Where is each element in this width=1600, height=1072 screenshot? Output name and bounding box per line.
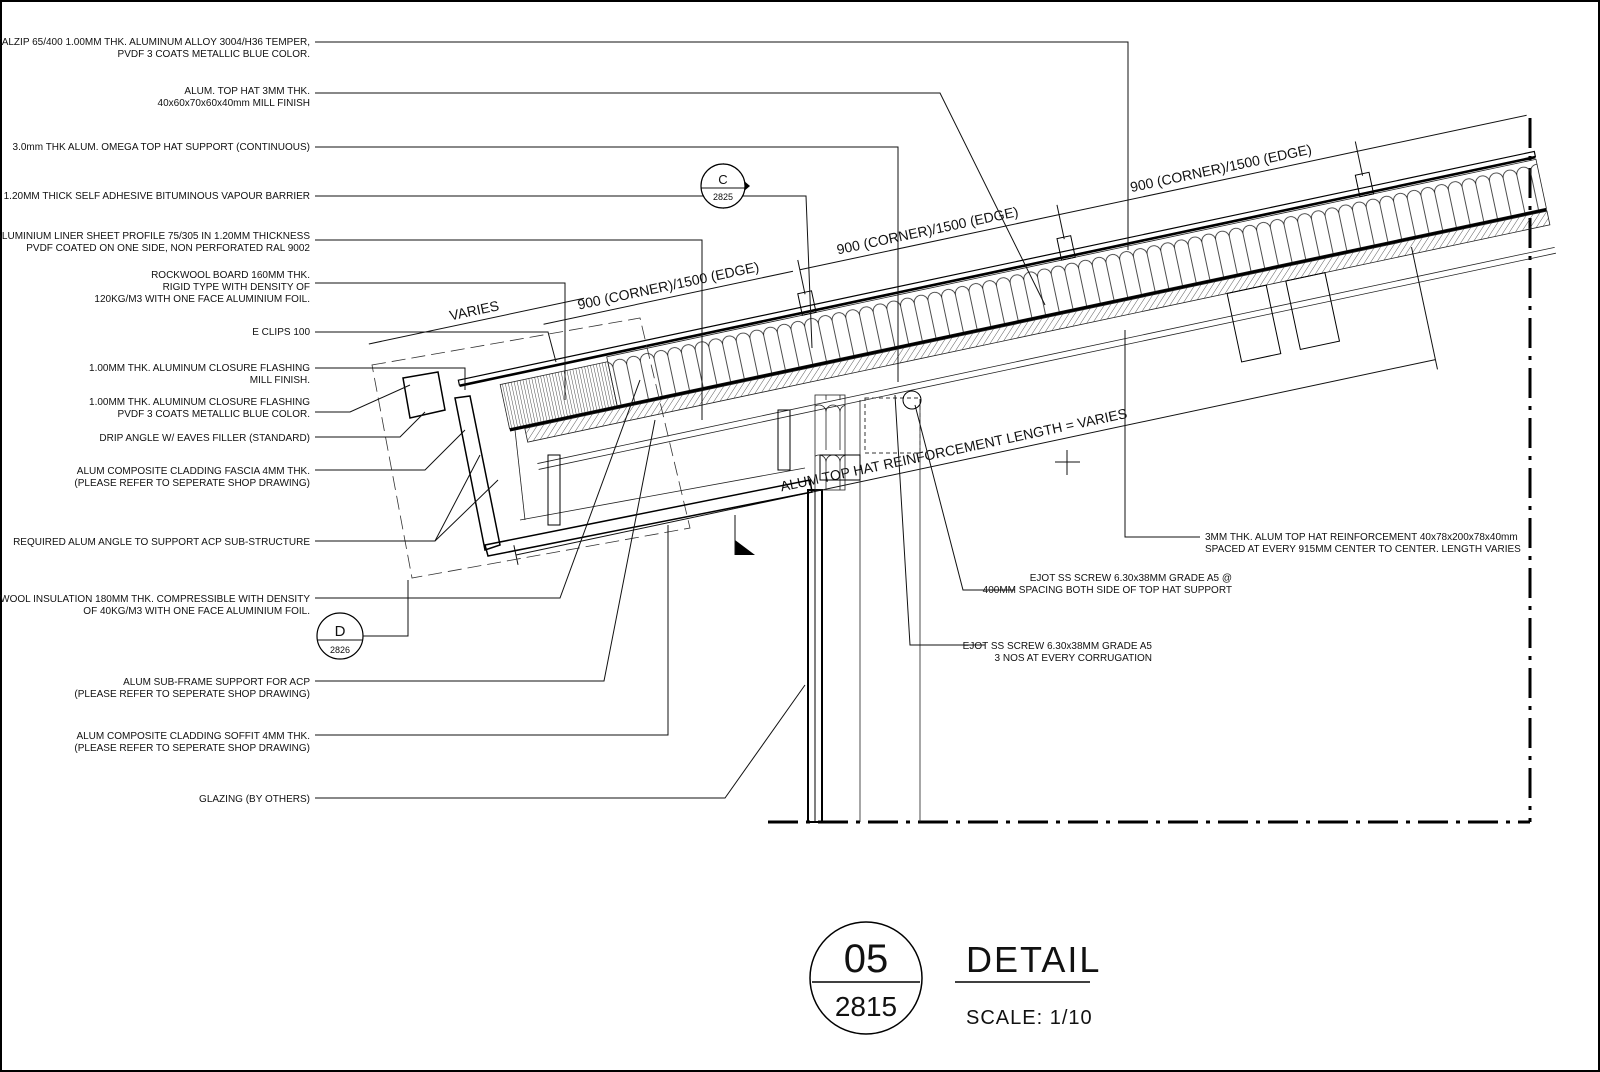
label-glazing: GLAZING (BY OTHERS) <box>199 794 310 805</box>
centerline-marker-icon <box>1055 450 1080 475</box>
label-liner-line2: PVDF COATED ON ONE SIDE, NON PERFORATED … <box>26 243 310 254</box>
section-marker-c[interactable]: C 2825 <box>700 163 750 209</box>
label-kalzip-line2: PVDF 3 COATS METALLIC BLUE COLOR. <box>118 49 310 60</box>
callout-labels-left: KALZIP 65/400 1.00MM THK. ALUMINUM ALLOY… <box>0 37 310 805</box>
section-marker-d-letter: D <box>335 623 346 640</box>
label-closure-pvdf-line1: 1.00MM THK. ALUMINUM CLOSURE FLASHING <box>89 397 310 408</box>
section-boundary <box>768 118 1532 824</box>
sheet-number: 2815 <box>835 991 897 1022</box>
label-ejot-spacing-line2: 400MM SPACING BOTH SIDE OF TOP HAT SUPPO… <box>983 585 1232 596</box>
label-reinforcement-line2: SPACED AT EVERY 915MM CENTER TO CENTER. … <box>1205 544 1521 555</box>
label-soffit-line1: ALUM COMPOSITE CLADDING SOFFIT 4MM THK. <box>76 731 310 742</box>
label-soffit-line2: (PLEASE REFER TO SEPERATE SHOP DRAWING) <box>74 743 310 754</box>
label-rockwool-insulation-line1: ROCKWOOL INSULATION 180MM THK. COMPRESSI… <box>0 594 310 605</box>
label-sub-frame-line2: (PLEASE REFER TO SEPERATE SHOP DRAWING) <box>74 689 310 700</box>
label-closure-mill-line2: MILL FINISH. <box>250 375 310 386</box>
detail-number: 05 <box>844 937 889 981</box>
label-liner-line1: ALUMINIUM LINER SHEET PROFILE 75/305 IN … <box>0 231 310 242</box>
label-rockwool-board-line3: 120KG/M3 WITH ONE FACE ALUMINIUM FOIL. <box>94 294 310 305</box>
eaves-fascia-soffit <box>371 317 813 579</box>
label-omega-support: 3.0mm THK ALUM. OMEGA TOP HAT SUPPORT (C… <box>13 142 310 153</box>
label-top-hat-line2: 40x60x70x60x40mm MILL FINISH <box>158 98 310 109</box>
section-marker-d-sheet: 2826 <box>330 645 350 655</box>
callout-labels-right: 3MM THK. ALUM TOP HAT REINFORCEMENT 40x7… <box>963 532 1521 664</box>
label-rockwool-board-line1: ROCKWOOL BOARD 160MM THK. <box>151 270 310 281</box>
label-top-hat-line1: ALUM. TOP HAT 3MM THK. <box>184 86 310 97</box>
soffit-panel <box>484 479 813 557</box>
section-marker-c-letter: C <box>718 172 727 187</box>
label-rockwool-board-line2: RIGID TYPE WITH DENSITY OF <box>163 282 310 293</box>
label-fascia-line1: ALUM COMPOSITE CLADDING FASCIA 4MM THK. <box>77 466 310 477</box>
dimension-lines <box>368 114 1527 565</box>
label-drip-angle: DRIP ANGLE W/ EAVES FILLER (STANDARD) <box>99 433 310 444</box>
detail-title: DETAIL <box>966 939 1101 980</box>
label-rockwool-insulation-line2: OF 40KG/M3 WITH ONE FACE ALUMINIUM FOIL. <box>83 606 310 617</box>
leader-lines <box>315 41 1200 799</box>
label-sub-frame-line1: ALUM SUB-FRAME SUPPORT FOR ACP <box>123 677 310 688</box>
label-closure-pvdf-line2: PVDF 3 COATS METALLIC BLUE COLOR. <box>118 409 310 420</box>
label-ejot-corrugation-line1: EJOT SS SCREW 6.30x38MM GRADE A5 <box>963 641 1153 652</box>
label-fascia-line2: (PLEASE REFER TO SEPERATE SHOP DRAWING) <box>74 478 310 489</box>
vapour-barrier <box>509 208 1547 432</box>
label-ejot-spacing-line1: EJOT SS SCREW 6.30x38MM GRADE A5 @ <box>1030 573 1232 584</box>
label-e-clips: E CLIPS 100 <box>252 327 310 338</box>
level-marker-icon <box>735 540 755 555</box>
rockwool-board <box>499 361 618 430</box>
label-reinforcement-line1: 3MM THK. ALUM TOP HAT REINFORCEMENT 40x7… <box>1205 532 1518 543</box>
fascia-panel <box>454 395 501 551</box>
label-ejot-corrugation-line2: 3 NOS AT EVERY CORRUGATION <box>995 653 1152 664</box>
liner-sheet <box>524 210 1551 443</box>
section-marker-d[interactable]: D 2826 <box>316 580 409 660</box>
section-marker-c-sheet: 2825 <box>713 192 733 202</box>
detail-title-block: 05 2815 DETAIL SCALE: 1/10 <box>809 921 1101 1035</box>
detail-scale: SCALE: 1/10 <box>966 1007 1093 1029</box>
label-closure-mill-line1: 1.00MM THK. ALUMINUM CLOSURE FLASHING <box>89 363 310 374</box>
kalzip-seam-line <box>459 156 1536 388</box>
label-kalzip-line1: KALZIP 65/400 1.00MM THK. ALUMINUM ALLOY… <box>0 37 310 48</box>
label-vapour-barrier: 1.20MM THICK SELF ADHESIVE BITUMINOUS VA… <box>4 191 310 202</box>
glazing <box>807 390 1080 823</box>
label-alum-angle: REQUIRED ALUM ANGLE TO SUPPORT ACP SUB-S… <box>13 537 310 548</box>
top-hat-reinforcement <box>1226 272 1341 363</box>
closure-flashing <box>402 371 446 419</box>
